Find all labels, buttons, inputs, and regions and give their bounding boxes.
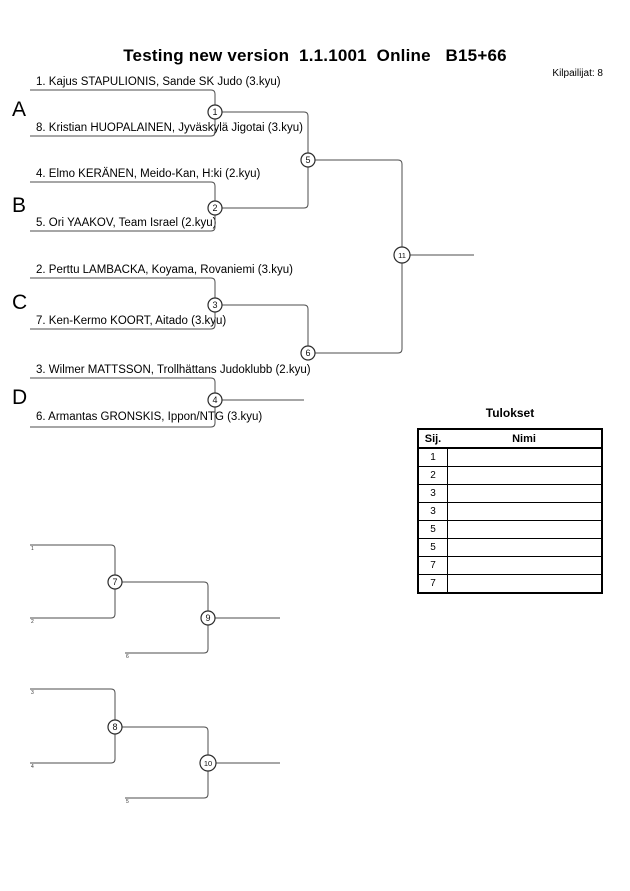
match-circle-3[interactable] bbox=[207, 297, 223, 313]
result-row: 1 bbox=[419, 448, 601, 466]
match-circle-9[interactable] bbox=[200, 610, 216, 626]
column-header-place: Sij. bbox=[424, 432, 442, 445]
line-match3-to-match6 bbox=[222, 304, 309, 346]
line-match6-to-final bbox=[315, 263, 403, 354]
match-6[interactable]: 6 bbox=[300, 345, 316, 361]
player-name-7: 7. Ken-Kermo KOORT, Aitado (3.kyu) bbox=[36, 315, 227, 327]
match-1[interactable]: 1 bbox=[207, 104, 223, 120]
place-cell: 3 bbox=[419, 503, 448, 520]
match-circle-11[interactable] bbox=[393, 246, 411, 264]
name-cell bbox=[448, 449, 601, 466]
line-player-3 bbox=[30, 377, 216, 393]
match-number-2: 2 bbox=[212, 203, 217, 213]
result-row: 3 bbox=[419, 502, 601, 520]
result-row: 3 bbox=[419, 484, 601, 502]
result-row: 5 bbox=[419, 520, 601, 538]
match-circle-6[interactable] bbox=[300, 345, 316, 361]
match-number-11: 11 bbox=[398, 251, 406, 260]
line-repechage-slot2 bbox=[30, 589, 116, 619]
player-name-1: 1. Kajus STAPULIONIS, Sande SK Judo (3.k… bbox=[36, 76, 281, 88]
pool-label-c: C bbox=[12, 291, 28, 314]
line-repechage-slot4 bbox=[30, 734, 116, 764]
match-number-3: 3 bbox=[212, 300, 217, 310]
line-repechage-slot6 bbox=[125, 625, 209, 654]
match-number-8: 8 bbox=[112, 722, 117, 732]
match-number-4: 4 bbox=[212, 395, 217, 405]
name-cell bbox=[448, 539, 601, 556]
player-name-3: 3. Wilmer MATTSSON, Trollhättans Judoklu… bbox=[36, 364, 311, 376]
match-number-10: 10 bbox=[204, 759, 212, 768]
results-title: Tulokset bbox=[485, 406, 535, 420]
match-8[interactable]: 8 bbox=[107, 719, 123, 735]
repechage-slot-label-6: 6 bbox=[126, 654, 129, 660]
match-circle-7[interactable] bbox=[107, 574, 123, 590]
match-circle-10[interactable] bbox=[199, 754, 217, 772]
place-cell: 2 bbox=[419, 467, 448, 484]
player-name-8: 8. Kristian HUOPALAINEN, Jyväskylä Jigot… bbox=[36, 122, 303, 134]
match-number-6: 6 bbox=[305, 348, 310, 358]
place-cell: 5 bbox=[419, 539, 448, 556]
match-circle-1[interactable] bbox=[207, 104, 223, 120]
match-2[interactable]: 2 bbox=[207, 200, 223, 216]
name-cell bbox=[448, 557, 601, 574]
page-title: Testing new version 1.1.1001 Online B15+… bbox=[123, 46, 507, 65]
line-match7-to-match9 bbox=[122, 581, 209, 611]
place-cell: 1 bbox=[419, 449, 448, 466]
match-10[interactable]: 10 bbox=[199, 754, 217, 772]
pool-label-d: D bbox=[12, 386, 28, 409]
place-cell: 3 bbox=[419, 485, 448, 502]
pool-label-a: A bbox=[12, 98, 27, 121]
player-name-2: 2. Perttu LAMBACKA, Koyama, Rovaniemi (3… bbox=[36, 264, 293, 276]
name-cell bbox=[448, 485, 601, 502]
name-cell bbox=[448, 503, 601, 520]
match-11-final[interactable]: 11 bbox=[393, 246, 411, 264]
player-name-5: 5. Ori YAAKOV, Team Israel (2.kyu) bbox=[36, 217, 217, 229]
repechage-slot-label-5: 5 bbox=[126, 799, 129, 805]
results-table: Sij. Nimi 1 2 3 3 5 5 7 bbox=[417, 428, 603, 594]
match-circle-8[interactable] bbox=[107, 719, 123, 735]
pool-label-b: B bbox=[12, 194, 27, 217]
place-cell: 5 bbox=[419, 521, 448, 538]
match-4[interactable]: 4 bbox=[207, 392, 223, 408]
result-row: 2 bbox=[419, 466, 601, 484]
player-name-4: 4. Elmo KERÄNEN, Meido-Kan, H:ki (2.kyu) bbox=[36, 168, 261, 180]
name-cell bbox=[448, 467, 601, 484]
results-header-row: Sij. Nimi bbox=[419, 430, 601, 448]
repechage-slot-label-4: 4 bbox=[31, 764, 34, 770]
match-circle-5[interactable] bbox=[300, 152, 316, 168]
repechage-slot-label-1: 1 bbox=[31, 546, 34, 552]
match-number-1: 1 bbox=[212, 107, 217, 117]
match-number-5: 5 bbox=[305, 155, 310, 165]
player-name-6: 6. Armantas GRONSKIS, Ippon/NTG (3.kyu) bbox=[36, 411, 263, 423]
result-row: 5 bbox=[419, 538, 601, 556]
place-cell: 7 bbox=[419, 575, 448, 592]
match-3[interactable]: 3 bbox=[207, 297, 223, 313]
line-match5-to-final bbox=[315, 159, 403, 247]
line-repechage-slot1 bbox=[30, 544, 116, 575]
match-9[interactable]: 9 bbox=[200, 610, 216, 626]
competitors-count: Kilpailijat: 8 bbox=[552, 68, 603, 79]
result-row: 7 bbox=[419, 574, 601, 592]
match-number-9: 9 bbox=[205, 613, 210, 623]
match-number-7: 7 bbox=[112, 577, 117, 587]
name-cell bbox=[448, 521, 601, 538]
place-cell: 7 bbox=[419, 557, 448, 574]
name-cell bbox=[448, 575, 601, 592]
result-row: 7 bbox=[419, 556, 601, 574]
line-match8-to-match10 bbox=[122, 726, 209, 755]
line-player-4 bbox=[30, 181, 216, 201]
column-header-name: Nimi bbox=[512, 432, 536, 445]
match-7[interactable]: 7 bbox=[107, 574, 123, 590]
match-5[interactable]: 5 bbox=[300, 152, 316, 168]
repechage-slot-label-2: 2 bbox=[31, 619, 34, 625]
match-circle-4[interactable] bbox=[207, 392, 223, 408]
line-repechage-slot5 bbox=[125, 771, 209, 799]
line-player-2 bbox=[30, 277, 216, 298]
line-repechage-slot3 bbox=[30, 688, 116, 720]
line-player-1 bbox=[30, 89, 216, 105]
repechage-slot-label-3: 3 bbox=[31, 690, 34, 696]
match-circle-2[interactable] bbox=[207, 200, 223, 216]
